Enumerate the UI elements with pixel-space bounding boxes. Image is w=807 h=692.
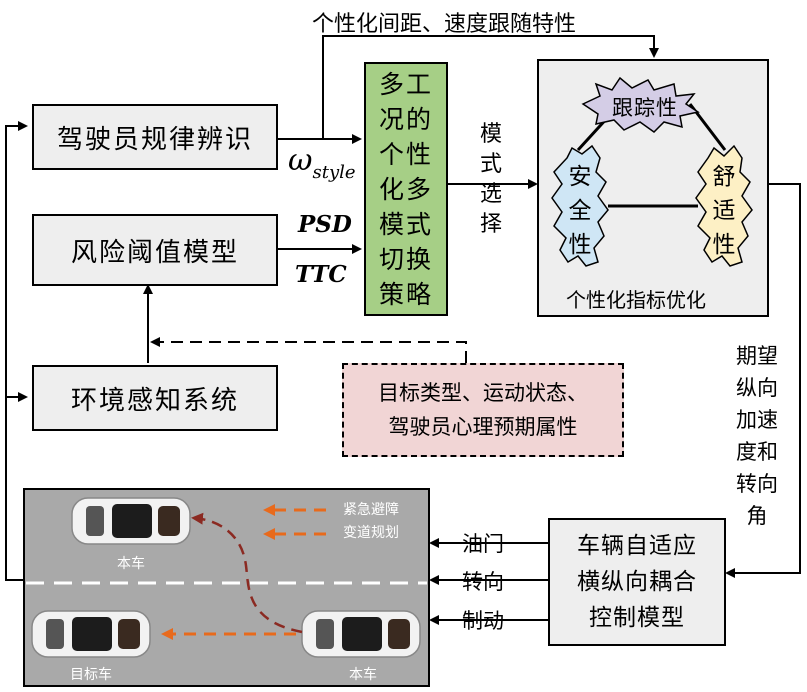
strategy-line: 化多 [378,174,433,204]
strategy-line: 多工 [378,69,433,99]
omega-style-label: ωstyle [288,143,356,183]
tracking-label: 跟踪性 [612,96,678,120]
safety-shape [551,144,609,267]
throttle-label: 油门 [462,532,504,556]
strategy-line: 模式 [378,209,433,239]
strategy-box: 多工 况的 个性 化多 模式 切换 策略 [364,62,448,316]
ttc-label: TTC [295,261,347,288]
comfort-label: 舒 适 性 [712,164,736,258]
brake-label: 制动 [462,609,504,633]
expected-line: 期望 [736,344,778,368]
expected-output-label: 期望 纵向 加速 度和 转向 角 [732,340,782,532]
risk-threshold-box: 风险阈值模型 [32,214,278,286]
safety-label: 安 全 性 [568,164,592,258]
controller-line-3: 控制模型 [589,605,685,631]
ego-car-bottom [301,610,421,658]
steering-label: 转向 [462,570,504,594]
expected-line: 加速 [736,408,778,432]
target-info-box: 目标类型、运动状态、 驾驶员心理预期属性 [342,363,624,457]
tracking-shape [581,76,700,133]
mode-select-label: 模 式 选 择 [476,120,506,240]
strategy-line: 况的 [378,104,433,134]
optimization-caption: 个性化指标优化 [566,288,706,312]
info-line-1: 目标类型、运动状态、 [378,381,588,405]
expected-line: 纵向 [736,376,778,400]
target-car [31,610,151,658]
vehicle-controller-box: 车辆自适应 横纵向耦合 控制模型 [548,518,726,646]
mode-select-char: 式 [479,152,502,177]
strategy-line: 个性 [378,139,433,169]
omega-symbol: ω [288,143,313,178]
controller-line-2: 横纵向耦合 [577,569,697,595]
lane-change-trajectory [191,512,303,634]
environment-perception-box: 环境感知系统 [32,365,278,431]
mode-select-char: 模 [479,122,502,147]
expected-output-line [725,183,801,578]
emergency-label-line2: 变道规划 [343,525,399,541]
expected-line: 度和 [736,440,778,464]
expected-line: 角 [746,504,768,528]
driver-identification-box: 驾驶员规律辨识 [32,104,278,170]
personalized-following-label: 个性化间距、速度跟随特性 [312,12,577,37]
strategy-line: 策略 [378,279,433,309]
strategy-line: 切换 [378,244,433,274]
expected-line: 转向 [736,472,778,496]
omega-subscript: style [312,162,356,183]
info-dashed-arrow [150,337,467,363]
info-line-2: 驾驶员心理预期属性 [388,415,578,439]
controller-line-1: 车辆自适应 [577,533,697,559]
mode-select-char: 择 [479,212,502,237]
ego-car-bottom-label: 本车 [349,667,377,683]
ego-car-top [71,497,191,545]
target-car-label: 目标车 [70,667,112,683]
mode-select-char: 选 [479,182,502,207]
ego-car-top-label: 本车 [117,556,145,572]
comfort-shape [695,144,753,267]
feedback-line [5,121,28,581]
emergency-label-line1: 紧急避障 [343,502,399,518]
psd-label: PSD [298,211,352,238]
top-route-arrow [322,35,659,139]
